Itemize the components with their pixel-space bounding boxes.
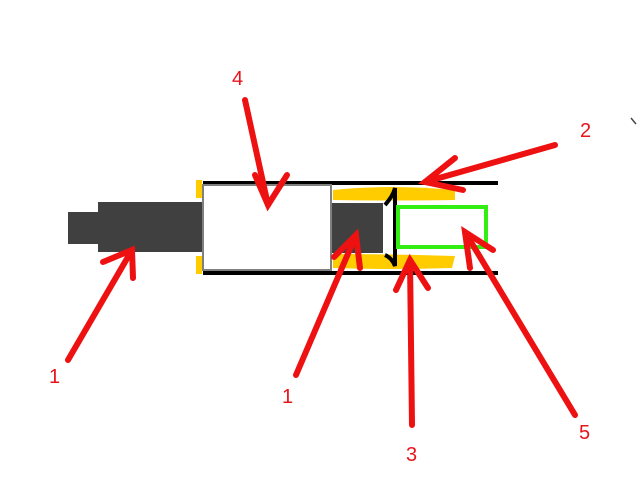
rod-main [98, 202, 202, 252]
arrow-1-left [65, 245, 136, 363]
arrow-1-middle [293, 228, 363, 378]
label-1-middle: 1 [282, 386, 294, 408]
arrow-4 [242, 97, 290, 212]
label-3: 3 [406, 444, 418, 466]
black-bracket [383, 187, 397, 267]
label-1-left: 1 [49, 366, 61, 388]
arrow-5 [461, 225, 578, 418]
edge-mark [630, 117, 637, 125]
red-arrows [65, 97, 578, 428]
label-5: 5 [579, 422, 591, 444]
arrow-3 [393, 253, 431, 428]
label-4: 4 [232, 68, 244, 90]
label-2: 2 [580, 120, 592, 142]
rod-end [68, 212, 100, 244]
arrow-2 [418, 142, 558, 193]
